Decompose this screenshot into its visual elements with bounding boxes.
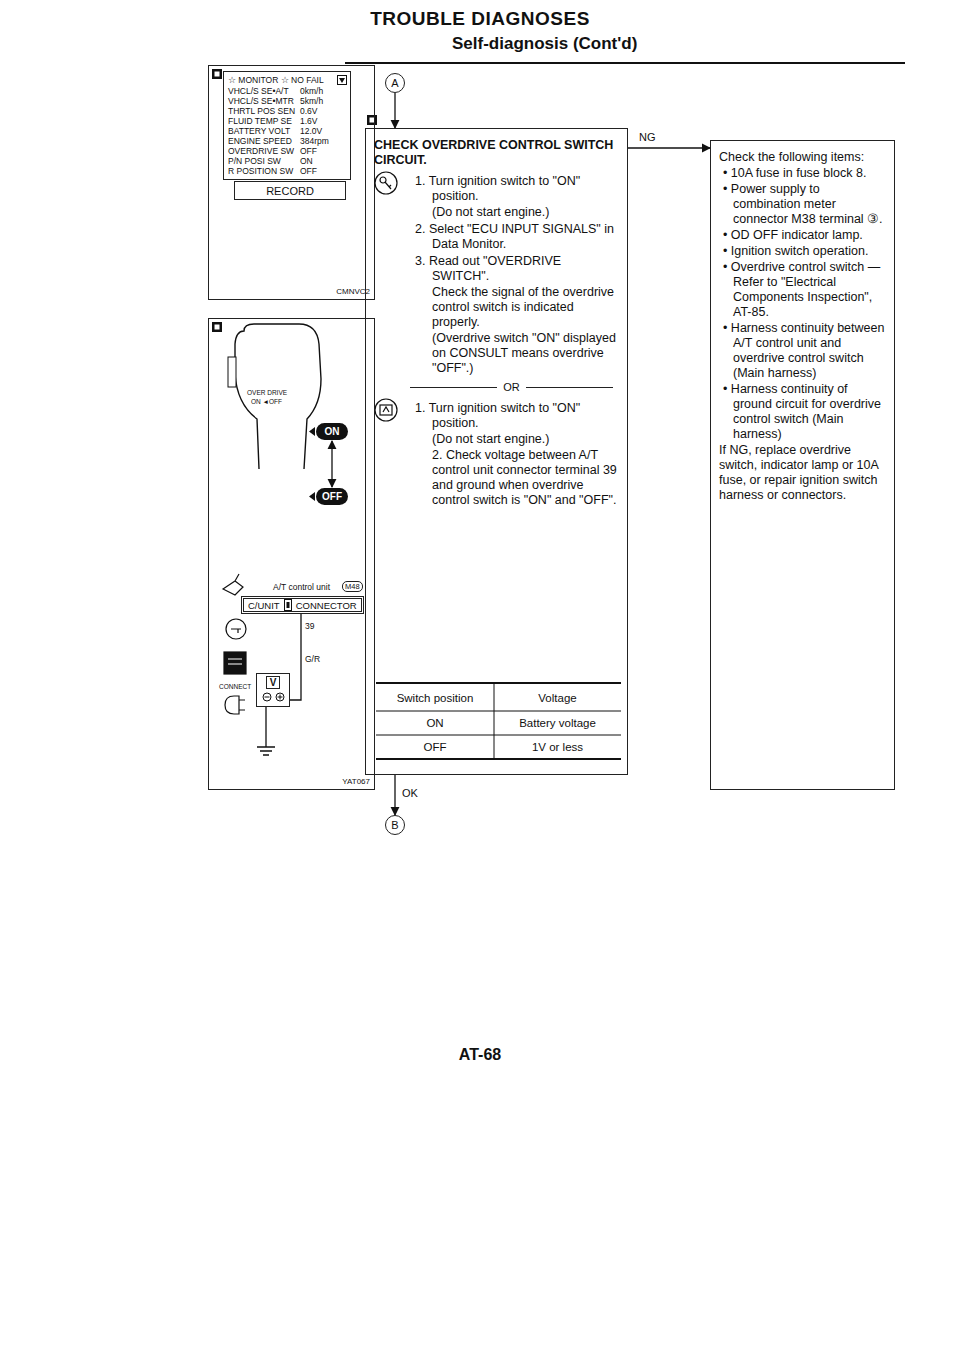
lever-illustration (209, 319, 373, 787)
meter-terminals (258, 689, 288, 703)
check-heading: CHECK OVERDRIVE CONTROL SWITCH CIRCUIT. (374, 138, 619, 168)
node-text: 12.0V (300, 126, 346, 136)
node-text: C/UNIT (248, 600, 280, 611)
node-text: 5km/h (300, 96, 346, 106)
node-text: BATTERY VOLT (228, 126, 300, 136)
node-text: ON (325, 426, 340, 437)
node-text: ENGINE SPEED (228, 136, 300, 146)
connector-mark (284, 599, 292, 611)
icon-caption: CONNECT (219, 683, 251, 690)
press-mark (309, 492, 315, 501)
node-text: • Power supply to combination meter conn… (719, 182, 886, 227)
node-text: (Do not start engine.) (374, 205, 619, 220)
node-text: • Ignition switch operation. (719, 244, 886, 259)
node-text: 1. Turn ignition switch to "ON" position… (374, 401, 619, 431)
node-text: 1. Turn ignition switch to "ON" position… (374, 174, 619, 204)
table-cell: Battery voltage (494, 716, 621, 730)
table-cell: 1V or less (494, 740, 621, 754)
table-cell: ON (376, 716, 494, 730)
page-number: AT-68 (0, 1046, 960, 1064)
node-text: FLUID TEMP SE (228, 116, 300, 126)
pin-number: 39 (305, 621, 314, 631)
flow-arrow (331, 441, 332, 487)
voltmeter: V (256, 673, 290, 707)
node-text: V (266, 676, 281, 689)
flow-arrow (628, 147, 710, 148)
node-text: 0km/h (300, 86, 346, 96)
press-mark (309, 427, 315, 436)
figure-panel: YAT067 ON OFF C/UNIT CONNECTOR V OVER DRIVE ON … (208, 318, 375, 790)
check-box: CHECK OVERDRIVE CONTROL SWITCH CIRCUIT. 1… (365, 128, 628, 775)
flow-arrow (394, 93, 395, 128)
node-text: 2. Select "ECU INPUT SIGNALS" in Data Mo… (374, 222, 619, 252)
node-text: CONNECTOR (296, 600, 357, 611)
node-text: P/N POSI SW (228, 156, 300, 166)
signal-wire (290, 614, 301, 700)
switch-position: OFF (316, 488, 348, 505)
section-heading: Self-diagnosis (Cont'd) (452, 34, 637, 54)
node-text: 2. Check voltage between A/T control uni… (374, 448, 619, 508)
node-text: THRTL POS SEN (228, 106, 300, 116)
node-text: 1.6V (300, 116, 346, 126)
node-text: A (391, 77, 398, 89)
node-text: Check the following items: (719, 150, 886, 165)
node-text: ON (300, 156, 346, 166)
node-text: R POSITION SW (228, 166, 300, 176)
node-text: • Harness continuity between A/T control… (719, 321, 886, 381)
node-text: (Do not start engine.) (374, 432, 619, 447)
node-text: ☆ MONITOR ☆ NO FAIL (228, 75, 346, 85)
record-button: RECORD (234, 181, 346, 200)
node-text: 0.6V (300, 106, 346, 116)
figure-panel: CMNVC2☆ MONITOR ☆ NO FAILVHCL/S SE•A/T0k… (208, 65, 375, 300)
node-text: OVERDRIVE SW (228, 146, 300, 156)
branch-label: NG (638, 131, 657, 143)
table-header: Switch position (376, 691, 494, 705)
result-box: Check the following items:• 10A fuse in … (710, 140, 895, 790)
page-title: TROUBLE DIAGNOSES (0, 8, 960, 30)
branch-label: OK (401, 787, 419, 799)
node-text: (Overdrive switch "ON" displayed on CONS… (374, 331, 619, 376)
node-text: VHCL/S SE•MTR (228, 96, 300, 106)
node-text: OR (404, 380, 619, 395)
node-text: • OD OFF indicator lamp. (719, 228, 886, 243)
ground-wire (257, 707, 275, 755)
node-text: 3. Read out "OVERDRIVE SWITCH". (374, 254, 619, 284)
flow-arrow (394, 775, 395, 815)
connector-circle: B (385, 815, 405, 835)
node-text: • Overdrive control switch — Refer to "E… (719, 260, 886, 320)
node-text: B (391, 819, 398, 831)
scroll-icon (337, 75, 347, 85)
switch-position: ON (316, 423, 348, 440)
table-header: Voltage (494, 691, 621, 705)
node-text: • 10A fuse in fuse block 8. (719, 166, 886, 181)
title-rule (345, 62, 905, 64)
part-name: A/T control unit (273, 582, 330, 592)
connector-number: M48 (342, 581, 363, 592)
connector-circle: A (385, 73, 405, 93)
figure-code: YAT067 (342, 777, 370, 786)
node-text: If NG, replace overdrive switch, indicat… (719, 443, 886, 503)
section-marker (212, 69, 377, 332)
node-text: • Harness continuity of ground circuit f… (719, 382, 886, 442)
wire-color: G/R (305, 654, 320, 664)
shift-lever (235, 324, 321, 469)
node-text: OFF (300, 166, 346, 176)
monitor-screen: ☆ MONITOR ☆ NO FAILVHCL/S SE•A/T0km/hVHC… (223, 71, 351, 180)
procedure-icons (223, 574, 246, 714)
switch-marking: OVER DRIVE (247, 389, 287, 396)
node-text: Check the signal of the overdrive contro… (374, 285, 619, 330)
node-text: OFF (322, 491, 342, 502)
table-cell: OFF (376, 740, 494, 754)
switch-marking: ON ◄OFF (251, 398, 282, 405)
node-text: 384rpm (300, 136, 346, 146)
overdrive-button (228, 357, 236, 387)
node-text: RECORD (266, 185, 314, 197)
node-text: VHCL/S SE•A/T (228, 86, 300, 96)
node-text: OFF (300, 146, 346, 156)
connector-box: C/UNIT CONNECTOR (241, 596, 364, 614)
